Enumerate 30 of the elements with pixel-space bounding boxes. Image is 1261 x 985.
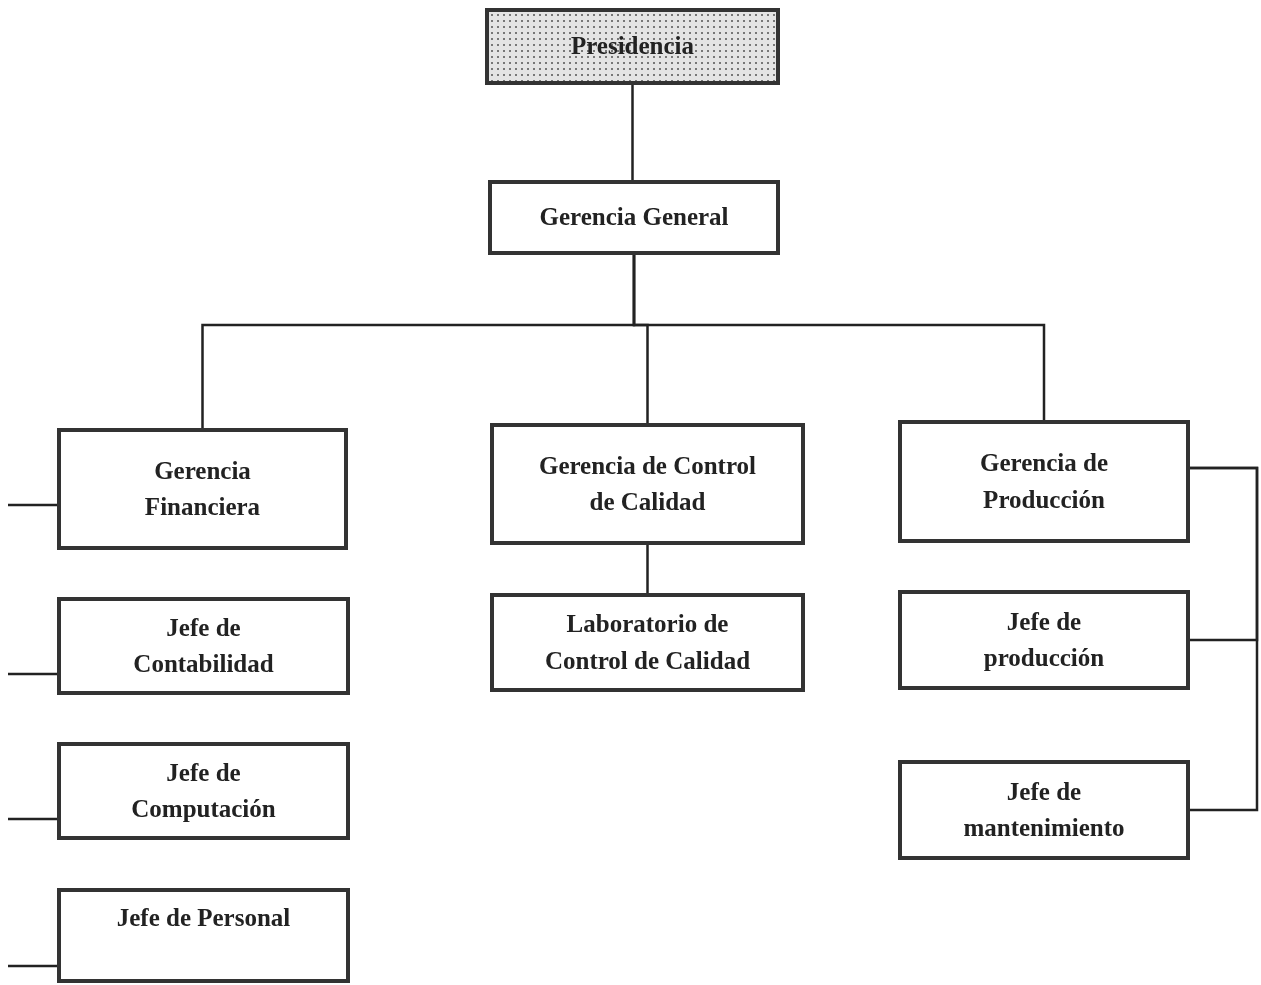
box-label: Gerencia Financiera [143, 455, 262, 522]
box-label: Gerencia General [539, 202, 729, 233]
org-box [57, 888, 350, 983]
connector-line [1190, 466, 1259, 812]
box-label: Laboratorio de Control de Calidad [543, 609, 752, 676]
connector-line [632, 255, 1046, 420]
connector-line [8, 672, 57, 676]
connector-line [8, 964, 57, 968]
box-label: Presidencia [570, 31, 695, 62]
connector-line [646, 545, 649, 593]
box-label: Gerencia de Producción [979, 448, 1109, 515]
box-label: Gerencia de Control de Calidad [537, 450, 758, 517]
connector-line [8, 503, 57, 507]
org-box [57, 428, 348, 550]
box-label: Jefe de producción [982, 606, 1106, 673]
org-box [57, 742, 350, 840]
org-box [490, 593, 805, 692]
org-box [57, 597, 350, 695]
org-box [485, 8, 780, 85]
org-box [488, 180, 780, 255]
org-box [898, 420, 1190, 543]
box-label: Jefe de mantenimiento [962, 776, 1126, 843]
connector-line [8, 817, 57, 821]
org-box [490, 423, 805, 545]
org-box [898, 590, 1190, 690]
connector-line [631, 85, 634, 180]
box-label: Jefe de Personal [116, 903, 291, 933]
box-label: Jefe de Contabilidad [132, 612, 275, 679]
org-box [898, 760, 1190, 860]
box-label: Jefe de Computación [130, 757, 277, 824]
